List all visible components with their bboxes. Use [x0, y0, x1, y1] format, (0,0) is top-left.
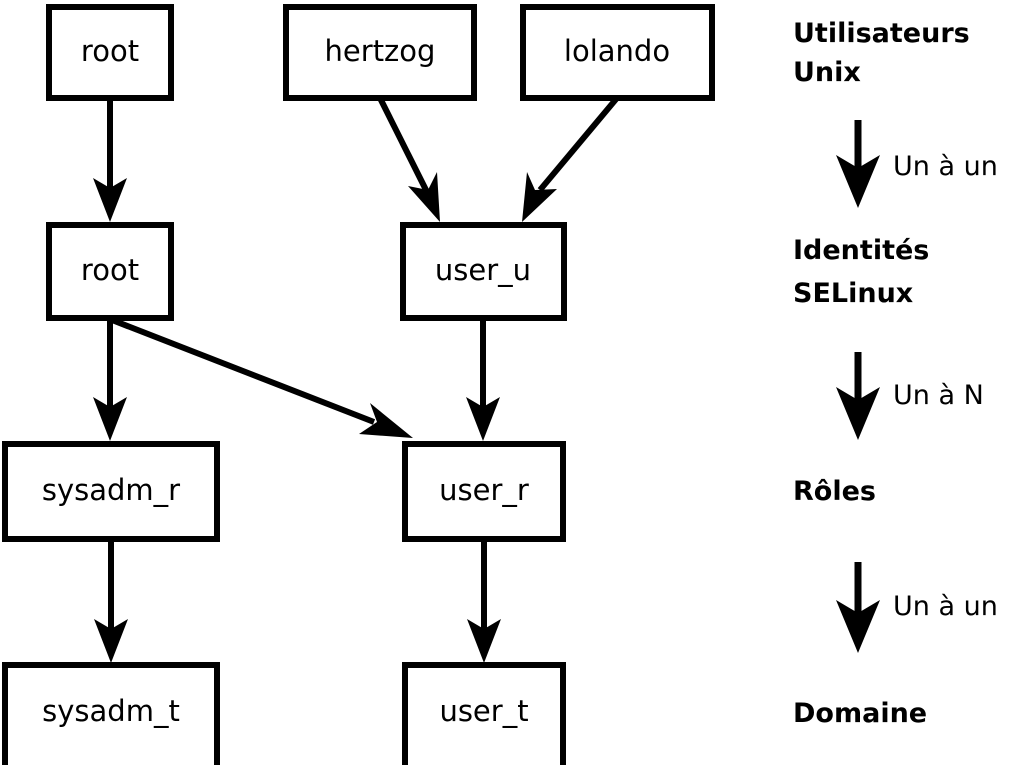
node-unix-lolando-label: lolando	[564, 34, 670, 68]
legend-arrow-2-label: Un à N	[893, 380, 984, 411]
node-domain-sysadm-t-box	[2, 662, 220, 765]
legend-stage-selinux-identities: Identités SELinux	[793, 235, 929, 309]
node-identity-user-u-label: user_u	[435, 253, 531, 287]
arrow-head-icon	[466, 397, 500, 441]
edge-lolando-to-user-u	[522, 96, 620, 222]
node-domain-user-t[interactable]: user_t	[402, 662, 566, 765]
arrow-head-icon	[836, 387, 880, 440]
edge-sysadm-r-to-sysadm-t	[94, 539, 128, 663]
arrow-head-icon	[359, 403, 413, 438]
edge-hertzog-to-user-u	[377, 96, 440, 222]
node-unix-hertzog-label: hertzog	[325, 34, 436, 68]
node-unix-hertzog[interactable]: hertzog	[283, 4, 477, 101]
node-role-user-r-label: user_r	[439, 473, 529, 507]
legend-arrow-3-label: Un à un	[893, 591, 998, 622]
edge-identity-root-to-user-r	[110, 317, 413, 438]
arrow-head-icon	[408, 172, 440, 222]
edge-user-r-to-user-t	[467, 539, 501, 663]
edge-line	[377, 96, 432, 198]
node-identity-root-box	[46, 222, 174, 321]
node-unix-lolando-box	[520, 4, 715, 101]
node-identity-root-label: root	[81, 253, 139, 287]
edge-unix-root-to-identity-root	[93, 98, 127, 222]
node-unix-root-label: root	[81, 34, 139, 68]
edge-line	[537, 96, 620, 192]
node-domain-user-t-box	[402, 662, 566, 765]
node-role-sysadm-r-box	[2, 441, 220, 542]
arrow-head-icon	[836, 600, 880, 653]
node-domain-sysadm-t-label: sysadm_t	[42, 694, 180, 728]
node-role-sysadm-r[interactable]: sysadm_r	[2, 441, 220, 542]
edge-identity-root-to-sysadm-r	[93, 318, 127, 441]
node-role-sysadm-r-label: sysadm_r	[42, 473, 180, 507]
legend-stage-selinux-identities-line1: Identités	[793, 235, 929, 266]
node-domain-user-t-label: user_t	[439, 694, 528, 728]
legend-arrow-1-label: Un à un	[893, 151, 998, 182]
legend-arrow-1: Un à un	[836, 120, 998, 208]
legend-arrow-3: Un à un	[836, 562, 998, 653]
node-unix-lolando[interactable]: lolando	[520, 4, 715, 101]
arrow-head-icon	[522, 172, 557, 222]
edge-line	[110, 317, 376, 425]
node-unix-root[interactable]: root	[46, 4, 174, 101]
node-identity-user-u[interactable]: user_u	[400, 222, 567, 321]
node-identity-root[interactable]: root	[46, 222, 174, 321]
legend-stage-unix-users: Utilisateurs Unix	[793, 18, 970, 88]
legend-stage-domain-line1: Domaine	[793, 698, 927, 729]
arrow-head-icon	[93, 397, 127, 441]
arrow-head-icon	[94, 619, 128, 663]
legend-stage-roles-line1: Rôles	[793, 476, 876, 507]
arrow-head-icon	[836, 155, 880, 208]
edge-user-u-to-user-r	[466, 318, 500, 441]
legend-stage-unix-users-line2: Unix	[793, 57, 861, 88]
arrow-head-icon	[93, 178, 127, 222]
node-role-user-r[interactable]: user_r	[402, 441, 566, 542]
arrow-head-icon	[467, 619, 501, 663]
legend-stage-selinux-identities-line2: SELinux	[793, 278, 913, 309]
legend-stage-unix-users-line1: Utilisateurs	[793, 18, 970, 49]
node-domain-sysadm-t[interactable]: sysadm_t	[2, 662, 220, 765]
legend-stage-domain: Domaine	[793, 698, 927, 729]
legend-stage-roles: Rôles	[793, 476, 876, 507]
legend-arrow-2: Un à N	[836, 352, 984, 440]
